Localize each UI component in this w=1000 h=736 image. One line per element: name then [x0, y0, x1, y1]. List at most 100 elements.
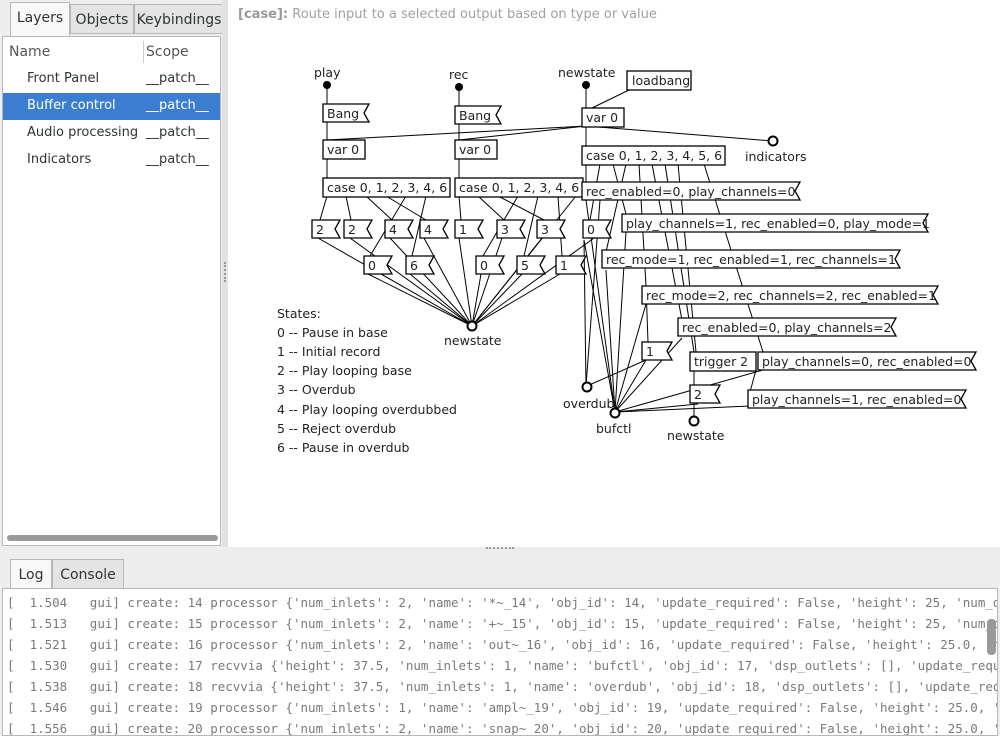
- long-message[interactable]: play_channels=1, rec_enabled=0: [747, 389, 968, 409]
- bufctl-send-icon[interactable]: [609, 407, 621, 419]
- layer-name: Audio processing: [27, 125, 139, 140]
- layers-list: Name Scope Front Panel __patch__ Buffer …: [2, 36, 221, 546]
- long-messages: rec_enabled=0, play_channels=0 play_chann…: [581, 181, 978, 409]
- number-message[interactable]: 3: [536, 219, 567, 239]
- message-label: play_channels=1, rec_enabled=0: [752, 392, 962, 407]
- rec-label: rec: [449, 67, 469, 82]
- log-line: [ 1.546 gui] create: 19 processor {'num_…: [7, 700, 997, 715]
- number-message[interactable]: 1: [454, 219, 485, 239]
- help-description: Route input to a selected output based o…: [292, 7, 657, 22]
- splitter-grip-icon: [486, 547, 514, 553]
- message-label: 2: [348, 222, 356, 237]
- message-label: Bang: [327, 106, 359, 121]
- long-message[interactable]: play_channels=0, rec_enabled=0: [757, 351, 978, 371]
- log-view[interactable]: [ 1.504 gui] create: 14 processor {'num_…: [2, 588, 998, 736]
- number-message[interactable]: 1: [555, 255, 588, 275]
- patch-canvas[interactable]: [case]: Route input to a selected output…: [228, 0, 1000, 547]
- layer-row-audio-processing[interactable]: Audio processing __patch__: [3, 120, 220, 147]
- object-label: trigger 2: [694, 354, 748, 369]
- tab-keybindings[interactable]: Keybindings: [134, 4, 224, 34]
- layer-row-buffer-control[interactable]: Buffer control __patch__: [3, 93, 220, 120]
- number-message[interactable]: 2: [311, 219, 342, 239]
- state-item: 0 -- Pause in base: [277, 325, 388, 340]
- message-label: 6: [410, 258, 418, 273]
- help-text: [case]: Route input to a selected output…: [238, 7, 657, 22]
- case-rec-object[interactable]: case 0, 1, 2, 3, 4, 6: [454, 177, 584, 198]
- var-top-object[interactable]: var 0: [581, 107, 625, 128]
- newstate-bottom-send-icon[interactable]: [688, 415, 700, 427]
- states-title: States:: [277, 306, 321, 321]
- long-message[interactable]: play_channels=1, rec_enabled=0, play_mod…: [621, 213, 930, 233]
- number-message[interactable]: 0: [475, 255, 506, 275]
- message-label: 4: [424, 222, 432, 237]
- long-message[interactable]: rec_mode=1, rec_enabled=1, rec_channels=…: [601, 249, 902, 269]
- number-message[interactable]: 0: [363, 255, 394, 275]
- number-message[interactable]: 5: [516, 255, 547, 275]
- horizontal-scrollbar[interactable]: [7, 535, 218, 541]
- column-header-name[interactable]: Name: [9, 44, 51, 60]
- bottom-panel: Log Console [ 1.504 gui] create: 14 proc…: [0, 557, 1000, 736]
- long-message[interactable]: rec_mode=2, rec_channels=2, rec_enabled=…: [641, 285, 940, 305]
- long-message[interactable]: rec_enabled=0, play_channels=0: [581, 181, 802, 201]
- object-boxes: loadbang var 0 var 0 var 0 case 0, 1, 2,…: [322, 70, 757, 372]
- rec-outlet-icon[interactable]: [455, 83, 463, 91]
- long-message[interactable]: rec_enabled=0, play_channels=2: [677, 317, 898, 337]
- horizontal-splitter[interactable]: [0, 547, 1000, 557]
- tab-console[interactable]: Console: [52, 559, 124, 589]
- number-message[interactable]: 2: [343, 219, 374, 239]
- indicators-send-icon[interactable]: [767, 135, 779, 147]
- patch-diagram: play rec newstate indicators newstate ov…: [277, 65, 978, 455]
- object-label: var 0: [459, 142, 491, 157]
- loadbang-object[interactable]: loadbang: [626, 70, 692, 91]
- trigger-object[interactable]: trigger 2: [689, 351, 757, 372]
- column-header-scope[interactable]: Scope: [146, 44, 189, 60]
- message-label: play_channels=1, rec_enabled=0, play_mod…: [626, 216, 930, 231]
- log-line: [ 1.513 gui] create: 15 processor {'num_…: [7, 616, 997, 631]
- tab-objects[interactable]: Objects: [70, 4, 134, 34]
- bang-play-message[interactable]: Bang: [322, 103, 371, 123]
- case-state-object[interactable]: case 0, 1, 2, 3, 4, 5, 6: [581, 145, 726, 166]
- var-rec-object[interactable]: var 0: [454, 139, 498, 160]
- newstate-send-icon[interactable]: [466, 320, 478, 332]
- message-label: 0: [587, 222, 595, 237]
- layer-row-front-panel[interactable]: Front Panel __patch__: [3, 66, 220, 93]
- bang-rec-message[interactable]: Bang: [454, 105, 503, 125]
- layer-name: Buffer control: [27, 98, 116, 113]
- layer-name: Indicators: [27, 152, 92, 167]
- number-message[interactable]: 3: [496, 219, 527, 239]
- bufctl-label: bufctl: [596, 421, 632, 436]
- state-item: 1 -- Initial record: [277, 344, 380, 359]
- left-tabbar: Layers Objects Keybindings: [0, 0, 224, 36]
- states-legend: States: 0 -- Pause in base 1 -- Initial …: [277, 306, 457, 455]
- overdub-label: overdub: [563, 396, 615, 411]
- case-play-object[interactable]: case 0, 1, 2, 3, 4, 6: [322, 177, 451, 198]
- layer-scope: __patch__: [146, 98, 209, 113]
- state-item: 3 -- Overdub: [277, 382, 356, 397]
- log-vertical-scrollbar[interactable]: [987, 619, 996, 655]
- newstate-outlet-icon[interactable]: [582, 81, 590, 89]
- message-label: 0: [480, 258, 488, 273]
- play-outlet-icon[interactable]: [323, 81, 331, 89]
- message-label: rec_enabled=0, play_channels=2: [682, 320, 891, 335]
- layer-row-indicators[interactable]: Indicators __patch__: [3, 147, 220, 174]
- message-label: play_channels=0, rec_enabled=0: [762, 354, 972, 369]
- tab-layers[interactable]: Layers: [10, 2, 70, 36]
- message-label: rec_mode=1, rec_enabled=1, rec_channels=…: [606, 252, 896, 267]
- object-label: var 0: [586, 110, 618, 125]
- endpoint-markers: [323, 81, 779, 427]
- number-message[interactable]: 0: [582, 219, 613, 239]
- number-message[interactable]: 4: [419, 219, 450, 239]
- log-line: [ 1.538 gui] create: 18 recvvia {'height…: [7, 679, 997, 694]
- layer-scope: __patch__: [146, 152, 209, 167]
- number-message[interactable]: 1: [641, 341, 674, 361]
- message-label: 1: [560, 258, 568, 273]
- object-label: var 0: [327, 142, 359, 157]
- number-message[interactable]: 2: [689, 384, 722, 404]
- message-label: rec_enabled=0, play_channels=0: [586, 184, 796, 199]
- tab-log[interactable]: Log: [10, 559, 52, 589]
- number-message[interactable]: 4: [384, 219, 415, 239]
- number-message[interactable]: 6: [405, 255, 436, 275]
- overdub-send-icon[interactable]: [581, 381, 593, 393]
- object-label: case 0, 1, 2, 3, 4, 6: [327, 180, 447, 195]
- var-play-object[interactable]: var 0: [322, 139, 366, 160]
